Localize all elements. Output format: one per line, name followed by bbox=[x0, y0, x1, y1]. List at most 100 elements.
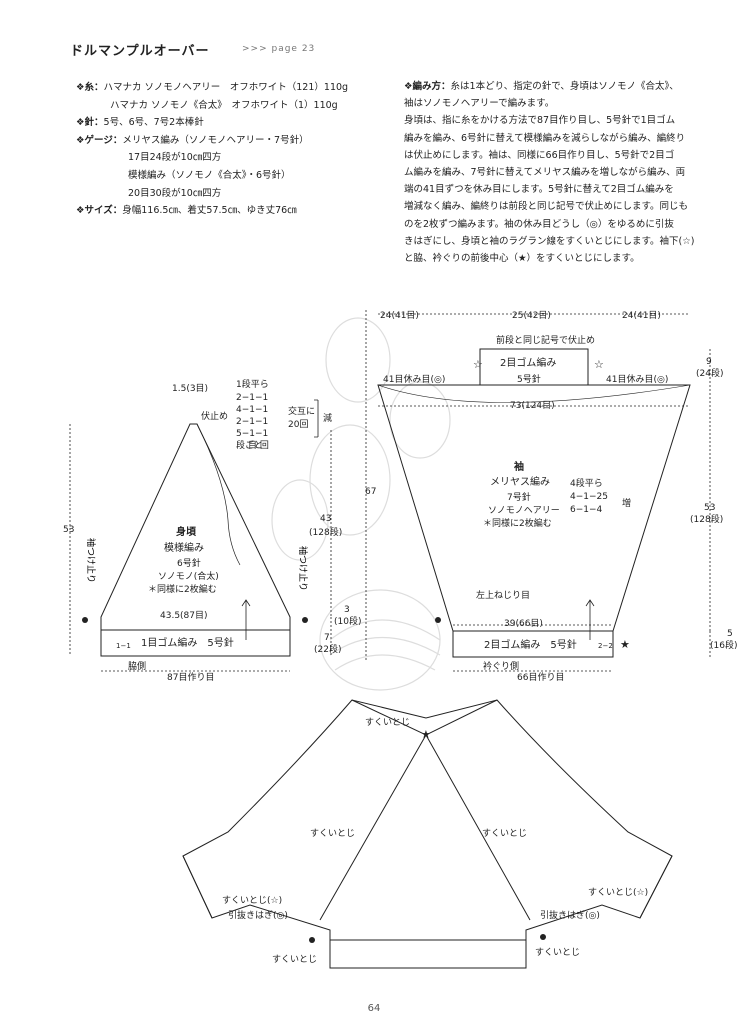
sleeve-bind-off-note: 前段と同じ記号で伏止め bbox=[496, 334, 595, 346]
sleeve-twist: 左上ねじり目 bbox=[476, 589, 530, 601]
body-height-total: 53 bbox=[63, 525, 74, 535]
body-dec-times: 20回 bbox=[288, 419, 308, 430]
sleeve-cuff-rib-label: 2目ゴム編み bbox=[500, 356, 556, 369]
sukui-bottom-left: すくいとじ bbox=[272, 954, 317, 965]
yarn-line-2: ハマナカ ソノモノ《合太》 オフホワイト（1）110g bbox=[110, 99, 338, 111]
star-outline-icon: ☆ bbox=[594, 358, 604, 371]
body-note: ＊同様に2枚編む bbox=[148, 583, 217, 595]
sleeve-stitch: メリヤス編み bbox=[490, 475, 550, 488]
method-line: 身頃は、指に糸をかける方法で87目作り目し、5号針で1目ゴム bbox=[404, 115, 676, 127]
body-mark-dot-left bbox=[82, 617, 88, 623]
sleeve-h-main: 53 bbox=[704, 503, 715, 513]
sleeve-inc-label: 増 bbox=[622, 497, 631, 509]
sleeve-cast-on: 66目作り目 bbox=[517, 671, 564, 683]
sleeve-inc-title: 4段平ら bbox=[570, 477, 603, 489]
star-right-label: すくいとじ(☆) bbox=[588, 887, 648, 898]
body-side: 脇側 bbox=[128, 660, 146, 672]
method-line: は伏止めにします。袖は、同様に66目作り目し、5号針で2目ゴ bbox=[404, 149, 675, 161]
body-piece bbox=[100, 423, 291, 657]
star-left-label: すくいとじ(☆) bbox=[222, 895, 282, 906]
body-pattern-line bbox=[196, 423, 241, 566]
gauge-line-3: 模様編み（ソノモノ《合太》・6号針） bbox=[128, 169, 291, 181]
cactus-watermark bbox=[271, 317, 451, 691]
sleeve-rib: 2目ゴム編み 5号針 bbox=[484, 638, 577, 651]
body-dec-alt: 交互に bbox=[288, 405, 315, 417]
gauge-line-1: メリヤス編み（ソノモノヘアリー・7号針） bbox=[122, 134, 309, 146]
page-number: 64 bbox=[367, 1003, 381, 1014]
sleeve-note: ＊同様に2枚編む bbox=[483, 517, 552, 529]
size-label: ❖サイズ： bbox=[76, 205, 123, 217]
method-line: のを2枚ずつ編みます。袖の休み目どうし（◎）をゆるめに引抜 bbox=[404, 218, 674, 230]
body-right-mark: 袖つけ止り bbox=[297, 546, 309, 591]
assembly-mark-dot-left bbox=[309, 937, 315, 943]
sleeve-top-rib bbox=[479, 348, 589, 386]
raglan-lines bbox=[319, 734, 531, 921]
star-filled-icon: ★ bbox=[421, 728, 431, 741]
method-line: 糸は1本どり、指定の針で、身頃はソノモノ《合太》、 bbox=[450, 81, 679, 92]
body-height-rib: 7 bbox=[324, 633, 330, 643]
size-text: 身幅116.5㎝、着丈57.5㎝、ゆき丈76㎝ bbox=[122, 205, 297, 217]
sleeve-piece bbox=[377, 348, 691, 658]
sleeve-h-bottom-rows: (16段) bbox=[710, 639, 737, 651]
method-label: ❖編み方： bbox=[404, 81, 451, 92]
body-dec-row: 4−1−1 bbox=[236, 405, 268, 415]
gauge-line-4: 20目30段が10㎝四方 bbox=[128, 187, 222, 199]
method-line: 編みを編み、6号針に替えて模様編みを減らしながら編み、編終り bbox=[404, 132, 686, 144]
body-name: 身頃 bbox=[176, 525, 197, 538]
sleeve-inc-row: 4−1−25 bbox=[570, 492, 608, 502]
sleeve-hold-right: 41目休み目(◎) bbox=[606, 373, 668, 385]
hem-band bbox=[329, 940, 527, 969]
body-dec-row: 2−1−1 bbox=[236, 393, 268, 403]
sleeve-h-main-rows: (128段) bbox=[690, 513, 723, 525]
hikinuki-right: 引抜きはぎ(◎) bbox=[540, 909, 600, 921]
sukui-bottom-right: すくいとじ bbox=[535, 947, 580, 958]
body-cast-on: 87目作り目 bbox=[167, 671, 214, 683]
assembly-labels: すくいとじ すくいとじ すくいとじ すくいとじ(☆) すくいとじ(☆) 引抜きは… bbox=[222, 717, 648, 965]
specs-block: ❖糸：ハマナカ ソノモノヘアリー オフホワイト（121）110g ハマナカ ソノ… bbox=[76, 79, 348, 220]
method-line: 増減なく編み、編終りは前段と同じ記号で伏止めにします。同じも bbox=[404, 201, 689, 213]
method-line: と脇、衿ぐりの前後中心（★）をすくいとじにします。 bbox=[404, 253, 640, 265]
body-labels: 1.5(3目) 伏止め 1段平ら 2−1−1 4−1−1 2−1−1 5−1−1… bbox=[63, 378, 361, 683]
sleeve-neck-side: 衿ぐり側 bbox=[483, 660, 519, 672]
body-dec-label: 減 bbox=[323, 412, 332, 424]
body-yarn: ソノモノ(合太) bbox=[158, 570, 219, 582]
body-left-mark: 袖つけ止り bbox=[85, 538, 97, 583]
yarn-label: ❖糸： bbox=[76, 82, 104, 93]
sleeve-height-total: 67 bbox=[365, 487, 376, 497]
gauge-label: ❖ゲージ： bbox=[76, 134, 123, 146]
needle-label: ❖針： bbox=[76, 117, 104, 129]
needle-text: 5号、6号、7号2本棒針 bbox=[103, 117, 204, 129]
sleeve-dimension-lines bbox=[365, 310, 711, 672]
method-line: きはぎにし、身頃と袖のラグラン線をすくいとじにします。袖下(☆) bbox=[404, 235, 695, 247]
body-dec-title: 1段平ら bbox=[236, 378, 269, 390]
assembly-diagram bbox=[182, 699, 673, 969]
body-dec-row: 2−1−1 bbox=[236, 417, 268, 427]
sleeve-inc-row: 6−1−4 bbox=[570, 505, 603, 515]
sleeve-hold-left: 41目休み目(◎) bbox=[383, 373, 445, 385]
method-block: ❖編み方：糸は1本どり、指定の針で、身頃はソノモノ《合太》、 袖はソノモノヘアリ… bbox=[404, 78, 719, 267]
sukui-right: すくいとじ bbox=[482, 828, 527, 839]
sleeve-cuff-rib bbox=[452, 630, 614, 658]
method-line: 端の41目ずつを休み目にします。5号針に替えて2目ゴム編みを bbox=[404, 184, 674, 196]
sleeve-mark-dot bbox=[435, 617, 441, 623]
body-rib-band bbox=[100, 629, 291, 657]
sleeve-h-bottom: 5 bbox=[727, 629, 733, 639]
sleeve-top-right: 24(41目) bbox=[622, 310, 661, 321]
method-line: 袖はソノモノヘアリーで編みます。 bbox=[404, 98, 555, 110]
body-top-width: 1.5(3目) bbox=[172, 383, 208, 394]
star-filled-icon: ★ bbox=[620, 638, 630, 651]
body-rib: 1目ゴム編み 5号針 bbox=[141, 636, 234, 649]
body-height-rib-rows: (22段) bbox=[314, 643, 341, 655]
sleeve-labels: 24(41目) 25(42目) 24(41目) 前段と同じ記号で伏止め 2目ゴム… bbox=[365, 310, 737, 683]
body-width: 43.5(87目) bbox=[160, 610, 208, 621]
yarn-line-1: ハマナカ ソノモノヘアリー オフホワイト（121）110g bbox=[103, 82, 349, 93]
body-mark-dot-right bbox=[302, 617, 308, 623]
sleeve-needle: 7号針 bbox=[507, 491, 531, 503]
body-rib-mark: 1−1 bbox=[116, 642, 131, 650]
body-dec-cols: 目 回 bbox=[248, 440, 269, 451]
body-stitch: 模様編み bbox=[164, 541, 204, 554]
method-line: ム編みを編み、7号針に替えてメリヤス編みを増しながら編み、両 bbox=[404, 167, 686, 179]
page-title: ドルマンプルオーバー bbox=[70, 44, 210, 59]
hikinuki-left: 引抜きはぎ(◎) bbox=[228, 909, 288, 921]
